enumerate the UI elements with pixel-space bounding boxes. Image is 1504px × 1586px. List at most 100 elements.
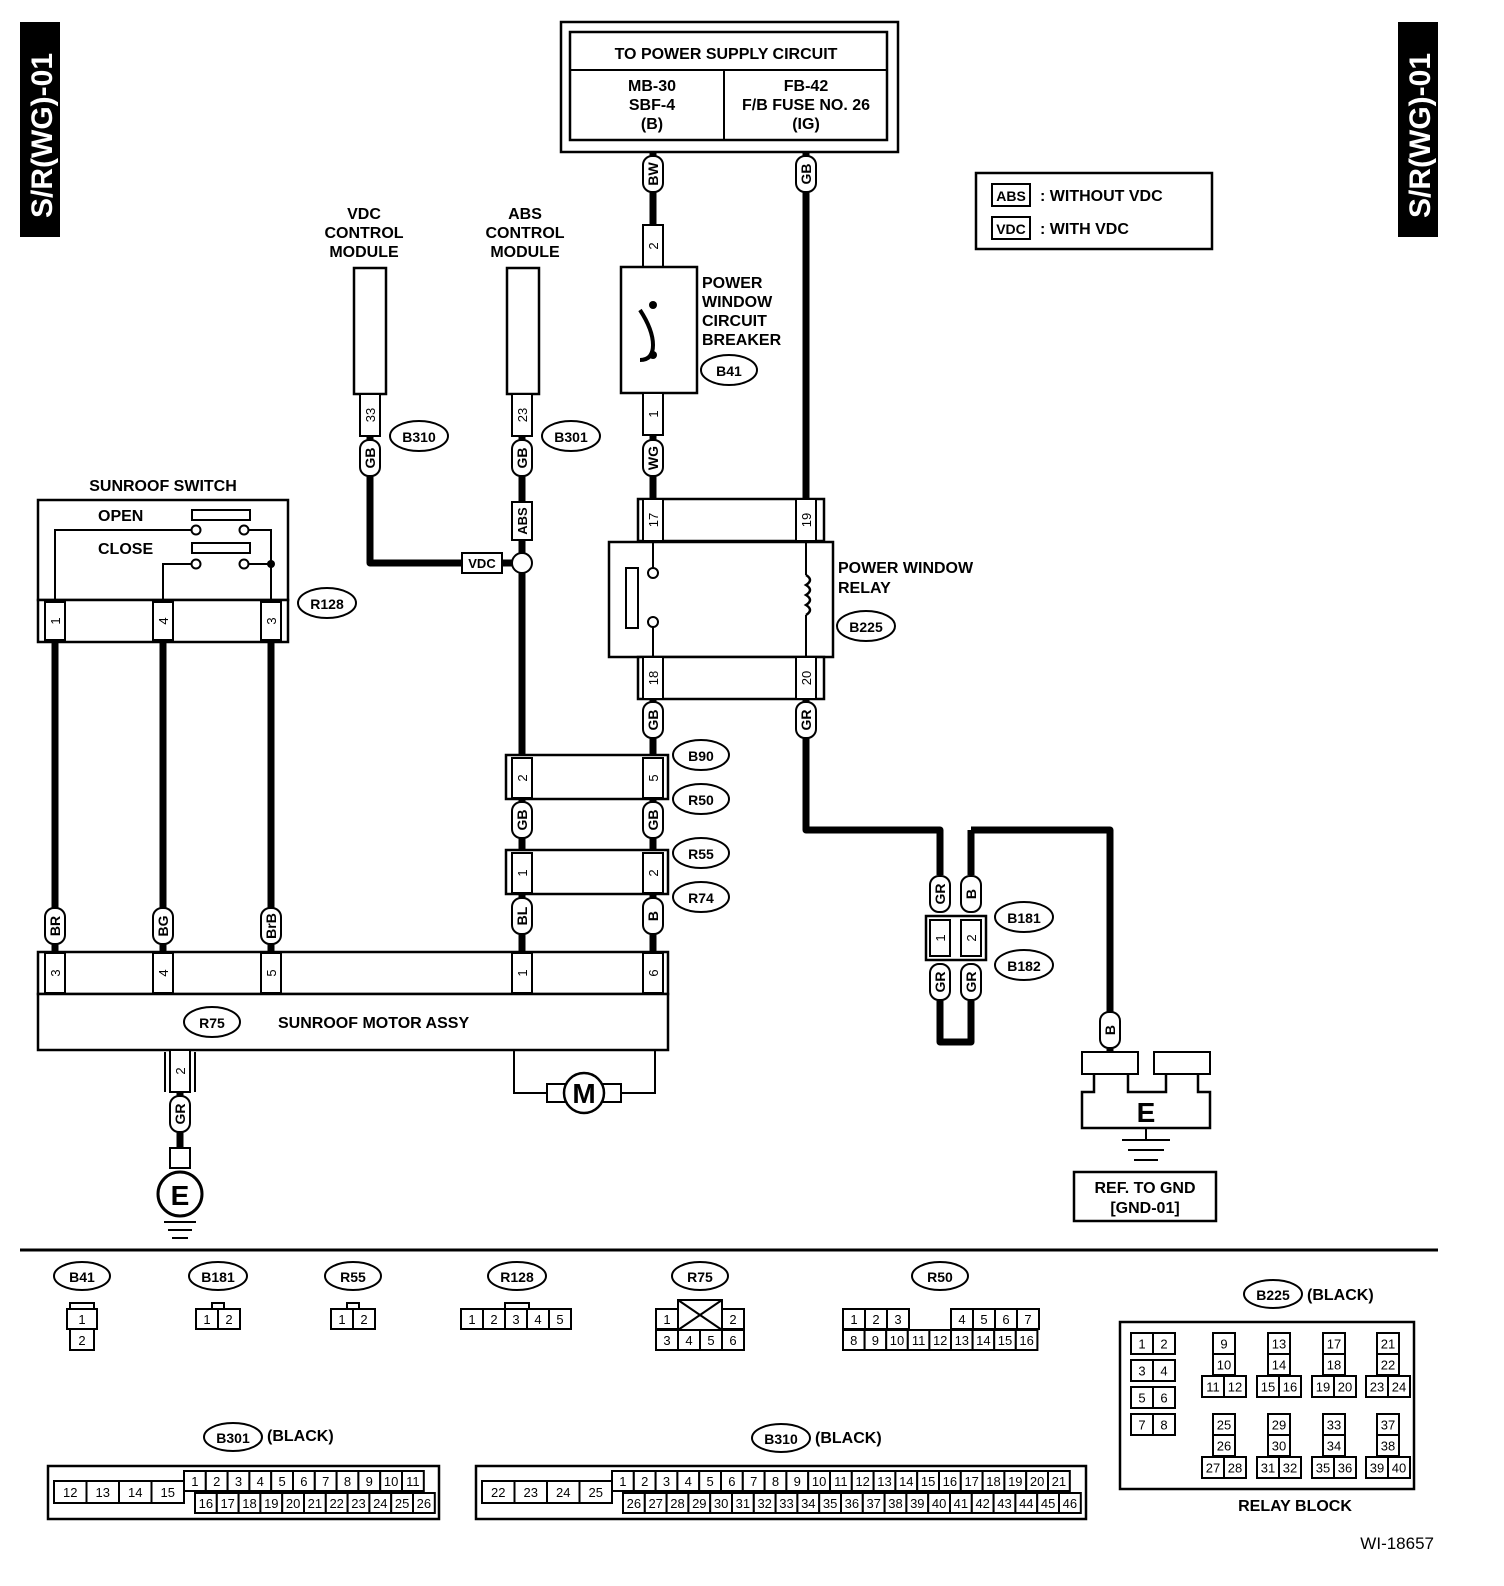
svg-text:VDC: VDC [347,206,381,223]
wire-gr-loop [936,1000,975,1046]
pin-cell [1152,1332,1176,1355]
svg-text:R55: R55 [688,846,714,862]
svg-text:R50: R50 [927,1269,953,1285]
pin-number: 33 [779,1496,793,1511]
svg-text:R128: R128 [310,596,344,612]
svg-text:(BLACK): (BLACK) [267,1428,334,1445]
wire-gb-vdc [366,436,522,567]
svg-text:R74: R74 [688,890,714,906]
pin-number: 16 [199,1496,213,1511]
pin-number: 9 [872,1333,879,1348]
svg-text:3: 3 [48,969,63,976]
pin-number: 31 [736,1496,750,1511]
svg-text:B90: B90 [688,748,714,764]
svg-text:GB: GB [514,810,530,831]
pin-number: 20 [1338,1380,1352,1395]
pin-number: 19 [264,1496,278,1511]
pin-number: 8 [344,1474,351,1489]
pin-number: 29 [692,1496,706,1511]
svg-text:REF. TO GND: REF. TO GND [1094,1180,1195,1197]
pin-number: 14 [128,1485,142,1500]
svg-text:B: B [963,889,979,899]
pin-number: 25 [1217,1418,1231,1433]
pin-number: 46 [1063,1496,1077,1511]
pin-number: 5 [980,1312,987,1327]
pin-number: 9 [366,1474,373,1489]
svg-text:VDC: VDC [996,221,1026,237]
pin-number: 13 [96,1485,110,1500]
svg-text:23: 23 [515,408,530,422]
svg-text:1: 1 [203,1312,210,1327]
pin-number: 2 [490,1312,497,1327]
pin-number: 23 [1370,1380,1384,1395]
wire-gr-20 [802,699,944,875]
svg-text:F/B FUSE NO. 26: F/B FUSE NO. 26 [742,97,870,114]
svg-text:ABS: ABS [508,206,542,223]
svg-text:2: 2 [78,1333,85,1348]
pin-number: 7 [1024,1312,1031,1327]
svg-text:1: 1 [515,869,530,876]
svg-text:1: 1 [515,969,530,976]
connector-view-r55: R55 1 2 [324,1261,382,1330]
pin-cell [1387,1375,1411,1398]
svg-text:RELAY BLOCK: RELAY BLOCK [1238,1498,1352,1515]
pin-number: 36 [1338,1461,1352,1476]
svg-text:S/R(WG)-01: S/R(WG)-01 [26,53,59,218]
pin-number: 2 [729,1312,736,1327]
svg-text:POWER: POWER [702,275,763,292]
svg-text:B310: B310 [764,1431,798,1447]
svg-text:(BLACK): (BLACK) [815,1430,882,1447]
pin-number: 31 [1261,1461,1275,1476]
svg-text:(BLACK): (BLACK) [1307,1287,1374,1304]
svg-text:B301: B301 [216,1430,250,1446]
pin-number: 7 [750,1474,757,1489]
pin-number: 41 [954,1496,968,1511]
svg-text:2: 2 [515,774,530,781]
svg-text:1: 1 [646,410,661,417]
pin-number: 5 [1138,1391,1145,1406]
svg-text:BL: BL [514,906,530,925]
pin-number: 8 [772,1474,779,1489]
svg-text:CONTROL: CONTROL [324,225,403,242]
pin-number: 18 [242,1496,256,1511]
pin-number: 29 [1272,1418,1286,1433]
pin-cell [548,1308,572,1330]
connector-view-b181: B181 1 2 [188,1261,248,1330]
pin-cell [1333,1456,1357,1479]
svg-text:GR: GR [932,884,948,905]
svg-text:1: 1 [338,1312,345,1327]
svg-text:SUNROOF MOTOR ASSY: SUNROOF MOTOR ASSY [278,1015,469,1032]
svg-text:2: 2 [964,934,979,941]
svg-text:SBF-4: SBF-4 [629,97,675,114]
pin-number: 15 [921,1474,935,1489]
pin-cell [1152,1359,1176,1382]
pin-number: 21 [1052,1474,1066,1489]
pin-number: 13 [1272,1337,1286,1352]
pin-number: 32 [1283,1461,1297,1476]
pin-number: 28 [1228,1461,1242,1476]
svg-text:GB: GB [362,448,378,469]
pin-number: 21 [308,1496,322,1511]
pin-number: 17 [220,1496,234,1511]
svg-text:33: 33 [363,408,378,422]
pin-number: 36 [845,1496,859,1511]
pin-number: 2 [872,1312,879,1327]
pin-number: 16 [943,1474,957,1489]
pin-number: 35 [1316,1461,1330,1476]
svg-text:[GND-01]: [GND-01] [1110,1200,1179,1217]
svg-text:GB: GB [645,710,661,731]
svg-text:B41: B41 [69,1269,95,1285]
pin-number: 22 [491,1485,505,1500]
pin-number: 3 [235,1474,242,1489]
pin-number: 1 [850,1312,857,1327]
pin-number: 28 [670,1496,684,1511]
pin-number: 22 [1381,1358,1395,1373]
svg-text:18: 18 [646,671,661,685]
svg-text:B225: B225 [849,619,883,635]
pin-number: 1 [191,1474,198,1489]
svg-text:OPEN: OPEN [98,508,143,525]
